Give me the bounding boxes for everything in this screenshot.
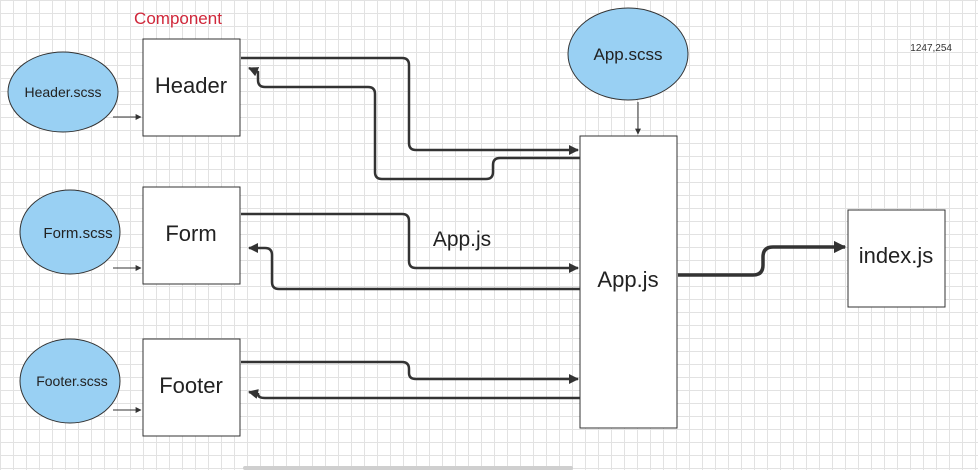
connector-app-to-header[interactable] [248, 66, 580, 181]
connector-header-to-app[interactable] [241, 56, 579, 155]
coordinate-readout: 1247,254 [910, 43, 952, 54]
flow-label: App.js [433, 228, 491, 251]
ellipse-app-scss-shape [567, 7, 689, 101]
ellipse-footer-scss-shape [19, 338, 121, 424]
connector-app-to-index[interactable] [678, 240, 847, 277]
box-index-shape [847, 209, 946, 308]
box-form-label: Form [165, 221, 216, 246]
box-header[interactable]: Header [142, 38, 241, 137]
box-footer-label: Footer [159, 373, 223, 398]
box-app-shape [579, 135, 678, 429]
horizontal-scrollbar[interactable] [243, 466, 573, 470]
box-form[interactable]: Form [142, 186, 241, 285]
connector-form-to-app[interactable] [241, 212, 579, 273]
box-form-shape [142, 186, 241, 285]
connector-app-to-form[interactable] [248, 243, 580, 291]
ellipse-header-scss[interactable]: Header.scss [7, 51, 119, 133]
ellipse-form-scss-label: Form.scss [43, 225, 112, 242]
box-header-label: Header [155, 73, 227, 98]
box-app[interactable]: App.js [579, 135, 678, 429]
ellipse-header-scss-label: Header.scss [24, 84, 101, 100]
ellipse-app-scss[interactable]: App.scss [567, 7, 689, 101]
box-footer-shape [142, 338, 241, 437]
ellipse-form-scss[interactable]: Form.scss [19, 189, 121, 275]
connector-footer-to-app[interactable] [241, 360, 579, 384]
box-footer[interactable]: Footer [142, 338, 241, 437]
connector-app-to-footer[interactable] [248, 389, 580, 400]
ellipse-header-scss-shape [7, 51, 119, 133]
box-index[interactable]: index.js [847, 209, 946, 308]
box-app-label: App.js [597, 267, 658, 292]
component-section-label: Component [134, 9, 222, 28]
box-header-shape [142, 38, 241, 137]
ellipse-app-scss-label: App.scss [594, 45, 663, 64]
box-index-label: index.js [859, 243, 934, 268]
ellipse-footer-scss-label: Footer.scss [36, 373, 108, 389]
ellipse-form-scss-shape [19, 189, 121, 275]
ellipse-footer-scss[interactable]: Footer.scss [19, 338, 121, 424]
